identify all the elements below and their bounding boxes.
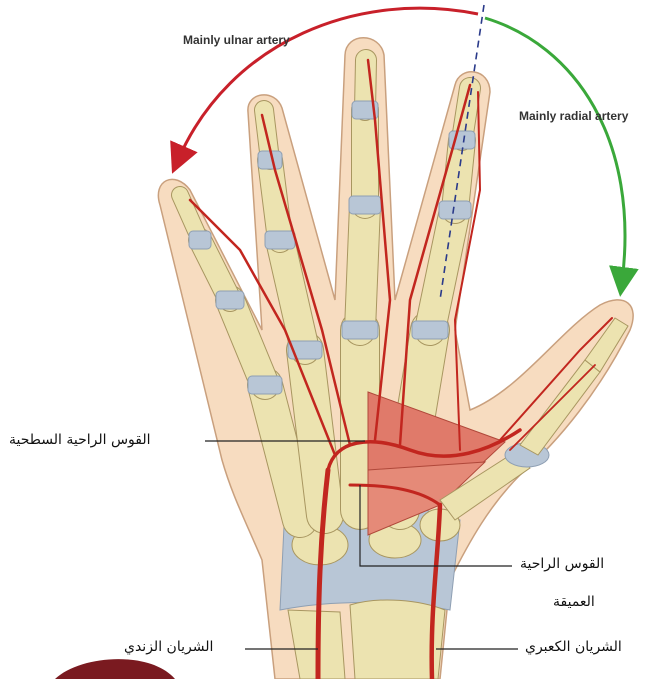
- joint-capsule: [342, 321, 378, 339]
- label-radial-artery: الشريان الكعبري: [525, 639, 622, 655]
- joint-capsule: [216, 291, 244, 309]
- label-deep-palmar-arch-line1: القوس الراحية: [520, 556, 604, 572]
- joint-capsule: [189, 231, 211, 249]
- joint-capsule: [248, 376, 282, 394]
- label-mainly-ulnar-artery: Mainly ulnar artery: [183, 33, 290, 47]
- phalanx-bone: [360, 205, 365, 330]
- joint-capsule: [349, 196, 381, 214]
- ulnar-dominance-arrow: [178, 8, 478, 160]
- label-ulnar-artery: الشريان الزندي: [124, 639, 213, 655]
- label-mainly-radial-artery: Mainly radial artery: [519, 109, 628, 123]
- joint-capsule: [412, 321, 448, 339]
- label-superficial-palmar-arch: القوس الراحية السطحية: [9, 432, 151, 448]
- radial-dominance-arrow: [485, 18, 625, 282]
- decorative-arc: [55, 659, 175, 679]
- label-deep-palmar-arch-line2: العميقة: [553, 594, 595, 610]
- joint-capsule: [265, 231, 295, 249]
- metacarpal-bone: [305, 350, 325, 515]
- joint-capsule: [439, 201, 471, 219]
